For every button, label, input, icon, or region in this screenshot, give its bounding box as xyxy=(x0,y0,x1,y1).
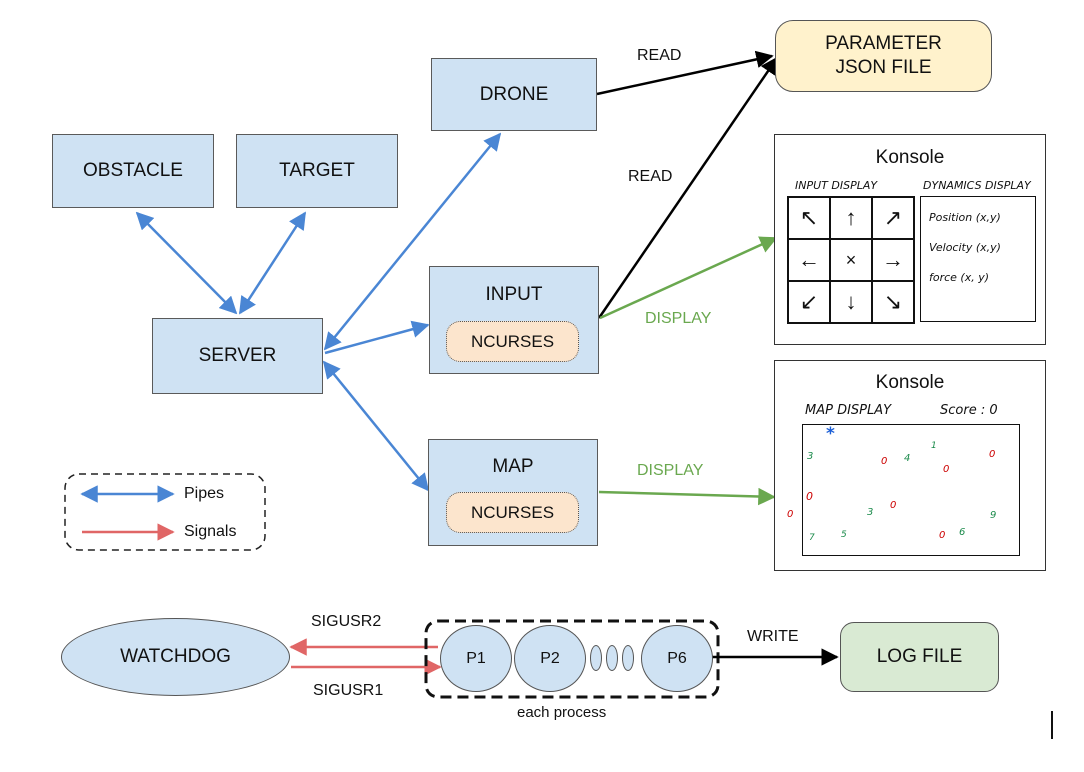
log-file-box: LOG FILE xyxy=(840,622,999,692)
map-obstacle-mark: 4 xyxy=(904,453,911,464)
display-label-input: DISPLAY xyxy=(645,310,712,327)
target-label: TARGET xyxy=(279,160,355,181)
dir-down: ↓ xyxy=(830,281,872,323)
konsole-map-window: Konsole MAP DISPLAY Score : 0 * 3 0 4 1 … xyxy=(774,360,1046,571)
watchdog-ellipse: WATCHDOG xyxy=(61,618,290,696)
input-label: INPUT xyxy=(485,284,543,305)
pipe-server-input xyxy=(324,320,430,355)
pipe-server-map xyxy=(322,360,430,492)
dir-up: ↑ xyxy=(830,197,872,239)
read-drone-parameter xyxy=(596,50,774,96)
ellipsis-dot xyxy=(606,645,618,671)
input-ncurses-pill: NCURSES xyxy=(446,321,579,362)
dir-down-right: ↘ xyxy=(872,281,914,323)
direction-grid: ↖ ↑ ↗ ← × → ↙ ↓ ↘ xyxy=(787,196,915,324)
map-obstacle-mark: 3 xyxy=(807,451,814,462)
p1-label: P1 xyxy=(466,649,486,667)
p6-label: P6 xyxy=(667,649,687,667)
dir-down-left: ↙ xyxy=(788,281,830,323)
legend-signals-label: Signals xyxy=(184,523,237,540)
map-display-heading: MAP DISPLAY xyxy=(805,403,892,418)
dir-right: → xyxy=(872,239,914,281)
input-ncurses-label: NCURSES xyxy=(470,331,555,351)
dynamics-display-heading: DYNAMICS DISPLAY xyxy=(923,179,1031,192)
drone-box: DRONE xyxy=(431,58,597,131)
write-label: WRITE xyxy=(747,628,799,645)
process-p6: P6 xyxy=(641,625,713,692)
force-readout: force (x, y) xyxy=(929,271,990,284)
input-display-heading: INPUT DISPLAY xyxy=(795,179,878,192)
pipe-target-server xyxy=(238,211,307,315)
map-obstacle-mark: 5 xyxy=(841,530,847,540)
position-readout: Position (x,y) xyxy=(929,211,1001,224)
display-map-konsole xyxy=(598,487,776,506)
velocity-readout: Velocity (x,y) xyxy=(929,241,1001,254)
log-file-label: LOG FILE xyxy=(876,646,963,667)
process-group-frame xyxy=(424,619,720,699)
map-target-mark: 0 xyxy=(943,464,950,475)
read-label-input: READ xyxy=(628,168,673,185)
legend-pipes-label: Pipes xyxy=(184,485,225,502)
map-obstacle-mark: 9 xyxy=(990,510,997,521)
sigusr1-label: SIGUSR1 xyxy=(313,682,384,699)
dir-up-left: ↖ xyxy=(788,197,830,239)
watchdog-label: WATCHDOG xyxy=(120,646,231,667)
ellipsis-dot xyxy=(590,645,602,671)
each-process-label: each process xyxy=(517,704,607,721)
ellipsis-dot xyxy=(622,645,634,671)
map-target-mark: 0 xyxy=(787,509,794,520)
map-obstacle-mark: 3 xyxy=(867,507,874,518)
map-area: * 3 0 4 1 0 0 0 3 0 9 0 7 5 0 6 xyxy=(787,424,1020,556)
score-readout: Score : 0 xyxy=(940,403,998,418)
map-label: MAP xyxy=(492,456,534,477)
map-ncurses-label: NCURSES xyxy=(470,502,555,522)
display-input-konsole xyxy=(599,236,778,320)
parameter-json-file: PARAMETER JSON FILE xyxy=(775,20,992,92)
obstacle-label: OBSTACLE xyxy=(83,160,183,181)
read-label-drone: READ xyxy=(637,47,682,64)
text-cursor xyxy=(1051,711,1053,739)
map-ncurses-pill: NCURSES xyxy=(446,492,579,533)
obstacle-box: OBSTACLE xyxy=(52,134,214,208)
map-target-mark: 0 xyxy=(881,456,888,467)
drone-marker: * xyxy=(826,424,835,444)
konsole-map-title: Konsole xyxy=(875,372,945,393)
map-target-mark: 0 xyxy=(939,530,946,541)
dir-up-right: ↗ xyxy=(872,197,914,239)
dir-stop: × xyxy=(830,239,872,281)
pipe-server-drone xyxy=(323,132,502,351)
read-input-parameter xyxy=(597,56,779,319)
map-obstacle-mark: 6 xyxy=(959,527,966,538)
server-box: SERVER xyxy=(152,318,323,394)
process-p1: P1 xyxy=(440,625,512,692)
dynamics-panel: Position (x,y) Velocity (x,y) force (x, … xyxy=(920,196,1036,322)
konsole-input-window: Konsole INPUT DISPLAY DYNAMICS DISPLAY ↖… xyxy=(774,134,1046,345)
display-label-map: DISPLAY xyxy=(637,462,704,479)
drone-label: DRONE xyxy=(479,83,549,105)
konsole-input-title: Konsole xyxy=(875,147,945,168)
process-p2: P2 xyxy=(514,625,586,692)
map-target-mark: 0 xyxy=(806,490,813,503)
map-obstacle-mark: 1 xyxy=(931,441,937,451)
parameter-label-line1: PARAMETER xyxy=(825,33,942,54)
server-label: SERVER xyxy=(198,345,277,366)
dir-left: ← xyxy=(788,239,830,281)
legend-frame xyxy=(64,473,266,551)
pipe-obstacle-server xyxy=(135,211,238,315)
map-obstacle-mark: 7 xyxy=(809,533,815,543)
map-target-mark: 0 xyxy=(890,500,897,511)
map-target-mark: 0 xyxy=(989,449,996,460)
parameter-label-line2: JSON FILE xyxy=(835,57,932,78)
target-box: TARGET xyxy=(236,134,398,208)
p2-label: P2 xyxy=(540,649,560,667)
sigusr2-label: SIGUSR2 xyxy=(311,613,382,630)
